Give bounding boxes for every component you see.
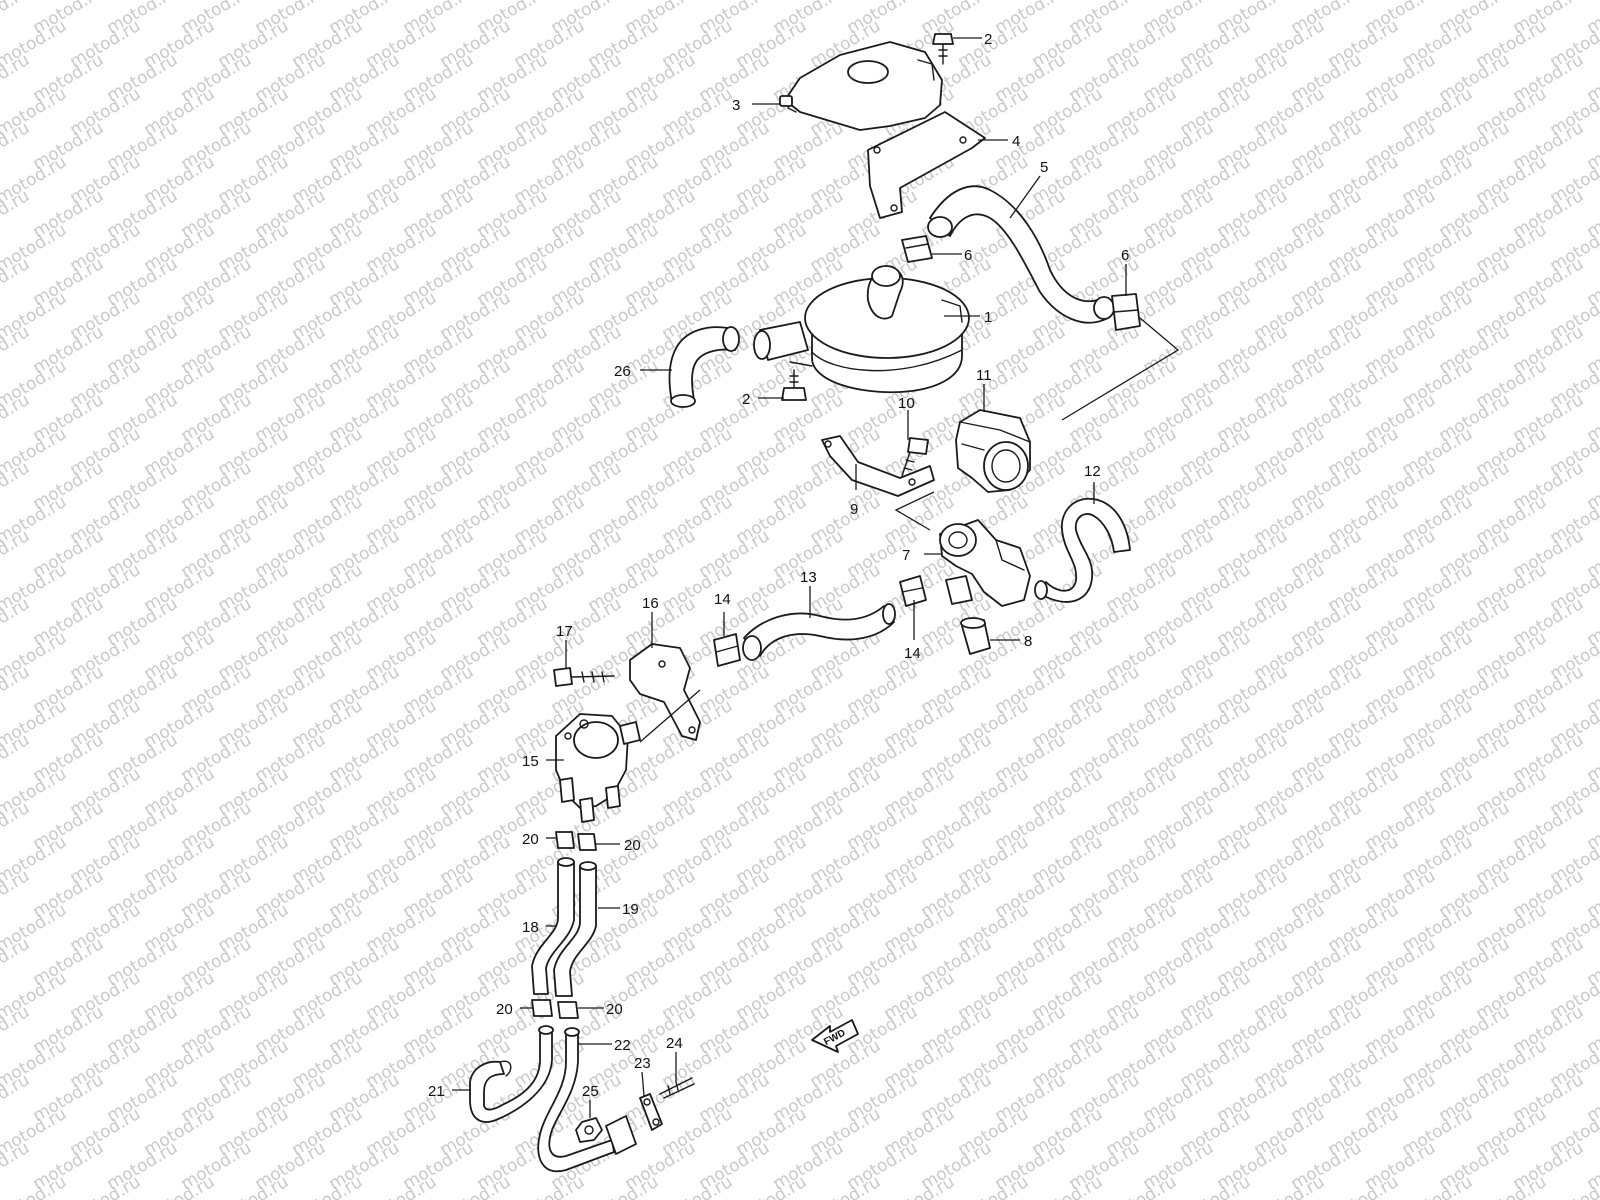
- part-20-clamp-lower-right: [557, 1001, 579, 1019]
- callout-3: 3: [732, 97, 740, 114]
- part-2-bolt-bottom: [781, 369, 807, 401]
- callout-18: 18: [522, 919, 539, 936]
- callout-20-upper-left: 20: [522, 831, 539, 848]
- watermark-text: motod.ru: [0, 0, 33, 38]
- callout-7: 7: [902, 547, 910, 564]
- part-10-bolt: [901, 437, 929, 477]
- part-23-gasket: [639, 1093, 663, 1131]
- part-25-nut: [575, 1117, 603, 1143]
- part-21-pipe: [469, 1025, 554, 1123]
- callout-1: 1: [984, 309, 992, 326]
- callout-20-upper-right: 20: [624, 837, 641, 854]
- part-14-clamp-left: [713, 633, 741, 667]
- callout-21: 21: [428, 1083, 445, 1100]
- part-6-clamp-left: [901, 235, 933, 263]
- part-7-valve: [939, 519, 1031, 607]
- part-13-hose: [742, 603, 896, 661]
- callout-6-right: 6: [1121, 247, 1129, 264]
- part-19-hose: [553, 861, 597, 997]
- callout-14-right: 14: [904, 645, 921, 662]
- callout-25: 25: [582, 1083, 599, 1100]
- callout-4: 4: [1012, 133, 1020, 150]
- part-20-clamp-upper-left: [555, 831, 575, 849]
- callout-10: 10: [898, 395, 915, 412]
- callout-6-left: 6: [964, 247, 972, 264]
- callout-23: 23: [634, 1055, 651, 1072]
- part-22-pipe: [537, 1027, 637, 1173]
- part-5-hose: [927, 185, 1115, 324]
- part-3-cover: [779, 41, 943, 131]
- part-4-bracket: [867, 111, 986, 219]
- part-2-bolt-top: [932, 33, 954, 65]
- callout-2-top: 2: [984, 31, 992, 48]
- callout-9: 9: [850, 501, 858, 518]
- fwd-direction-arrow: FWD: [811, 1019, 859, 1053]
- callout-8: 8: [1024, 633, 1032, 650]
- part-24-stud: [659, 1077, 695, 1099]
- callout-16: 16: [642, 595, 659, 612]
- callout-labels: 2 3 4 5 6 6 1 26 2 11 10 9 12 7 8 13 14 …: [428, 31, 1129, 1100]
- callout-2-bottom: 2: [742, 391, 750, 408]
- callout-12: 12: [1084, 463, 1101, 480]
- part-17-bolt: [553, 667, 615, 687]
- leader-lines: [452, 37, 1180, 1118]
- callout-20-lower-left: 20: [496, 1001, 513, 1018]
- part-9-bracket: [821, 435, 935, 497]
- callout-20-lower-right: 20: [606, 1001, 623, 1018]
- callout-26: 26: [614, 363, 631, 380]
- callout-19: 19: [622, 901, 639, 918]
- part-8-cap: [960, 617, 991, 655]
- part-1-air-cleaner: [753, 265, 970, 394]
- callout-14-left: 14: [714, 591, 731, 608]
- part-16-bracket: [629, 643, 701, 741]
- callout-22: 22: [614, 1037, 631, 1054]
- callout-17: 17: [556, 623, 573, 640]
- part-14-clamp-right: [899, 575, 927, 607]
- callout-5: 5: [1040, 159, 1048, 176]
- callout-24: 24: [666, 1035, 683, 1052]
- part-12-hose: [1034, 497, 1131, 603]
- callout-13: 13: [800, 569, 817, 586]
- part-26-elbow-hose: [668, 326, 740, 408]
- part-15-pump: [555, 713, 641, 823]
- callout-11: 11: [976, 367, 992, 384]
- part-18-hose: [531, 857, 575, 995]
- part-11-holder: [955, 409, 1031, 493]
- part-6-clamp-right: [1111, 293, 1141, 331]
- part-20-clamp-lower-left: [531, 999, 553, 1017]
- callout-15: 15: [522, 753, 539, 770]
- part-20-clamp-upper-right: [577, 833, 597, 851]
